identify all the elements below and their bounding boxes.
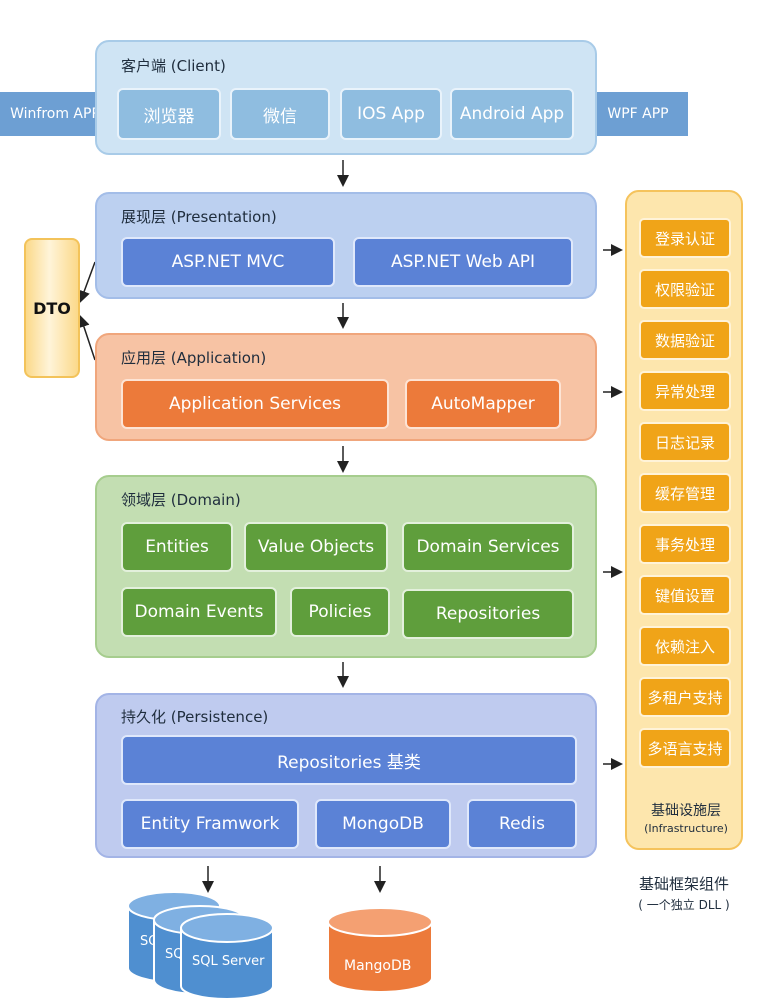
sql-server-cylinder: SQL Server [180, 913, 274, 1000]
infra-item: 缓存管理 [639, 473, 731, 513]
client-item-ios-app: IOS App [340, 88, 442, 140]
wpf-app-label: WPF APP [607, 106, 669, 122]
infra-item: 登录认证 [639, 218, 731, 258]
infra-item: 依赖注入 [639, 626, 731, 666]
dto-label: DTO [33, 298, 71, 318]
arrow-presentation-to-dto [78, 261, 96, 303]
redis-box: Redis [467, 799, 577, 849]
client-layer: 客户端 (Client) 浏览器 微信 IOS App Android App [95, 40, 597, 155]
sql-partial-label-2: SQ [165, 947, 183, 962]
domain-layer: 领域层 (Domain) Entities Value Objects Doma… [95, 475, 597, 658]
repositories-base-box: Repositories 基类 [121, 735, 577, 785]
wpf-app-tab: WPF APP [588, 92, 688, 136]
policies-box: Policies [290, 587, 390, 637]
mangodb-label: MangoDB [344, 958, 411, 974]
presentation-layer-title: 展现层 (Presentation) [121, 208, 277, 226]
application-layer: 应用层 (Application) Application Services A… [95, 333, 597, 441]
infrastructure-column: 登录认证权限验证数据验证异常处理日志记录缓存管理事务处理键值设置依赖注入多租户支… [625, 190, 743, 850]
value-objects-box: Value Objects [244, 522, 388, 572]
winform-app-tab: Winfrom APP [0, 92, 110, 136]
client-item-wechat: 微信 [230, 88, 330, 140]
infrastructure-title: 基础设施层 [651, 803, 721, 819]
infra-item: 事务处理 [639, 524, 731, 564]
entities-box: Entities [121, 522, 233, 572]
persistence-layer: 持久化 (Persistence) Repositories 基类 Entity… [95, 693, 597, 858]
application-layer-title: 应用层 (Application) [121, 349, 267, 367]
infra-item: 异常处理 [639, 371, 731, 411]
repositories-box: Repositories [402, 589, 574, 639]
infra-item: 多语言支持 [639, 728, 731, 768]
domain-services-box: Domain Services [402, 522, 574, 572]
infrastructure-subtitle: (Infrastructure) [644, 822, 728, 835]
sql-server-label: SQL Server [192, 954, 265, 969]
client-item-browser: 浏览器 [117, 88, 221, 140]
infra-item: 数据验证 [639, 320, 731, 360]
client-layer-title: 客户端 (Client) [121, 57, 226, 75]
framework-caption: 基础框架组件 [638, 875, 729, 893]
infra-item: 键值设置 [639, 575, 731, 615]
asp-net-mvc-box: ASP.NET MVC [121, 237, 335, 287]
arrow-application-to-dto [78, 315, 96, 361]
dto-box: DTO [24, 238, 80, 378]
infra-item: 日志记录 [639, 422, 731, 462]
persistence-layer-title: 持久化 (Persistence) [121, 708, 269, 726]
domain-events-box: Domain Events [121, 587, 277, 637]
entity-framework-box: Entity Framwork [121, 799, 299, 849]
client-item-android-app: Android App [450, 88, 574, 140]
automapper-box: AutoMapper [405, 379, 561, 429]
presentation-layer: 展现层 (Presentation) ASP.NET MVC ASP.NET W… [95, 192, 597, 299]
mangodb-cylinder: MangoDB [327, 907, 433, 993]
asp-net-web-api-box: ASP.NET Web API [353, 237, 573, 287]
framework-caption-sub: ( 一个独立 DLL ) [638, 898, 730, 912]
domain-layer-title: 领域层 (Domain) [121, 491, 241, 509]
mongodb-box: MongoDB [315, 799, 451, 849]
application-services-box: Application Services [121, 379, 389, 429]
infra-item: 多租户支持 [639, 677, 731, 717]
infra-item: 权限验证 [639, 269, 731, 309]
winform-app-label: Winfrom APP [10, 106, 100, 122]
